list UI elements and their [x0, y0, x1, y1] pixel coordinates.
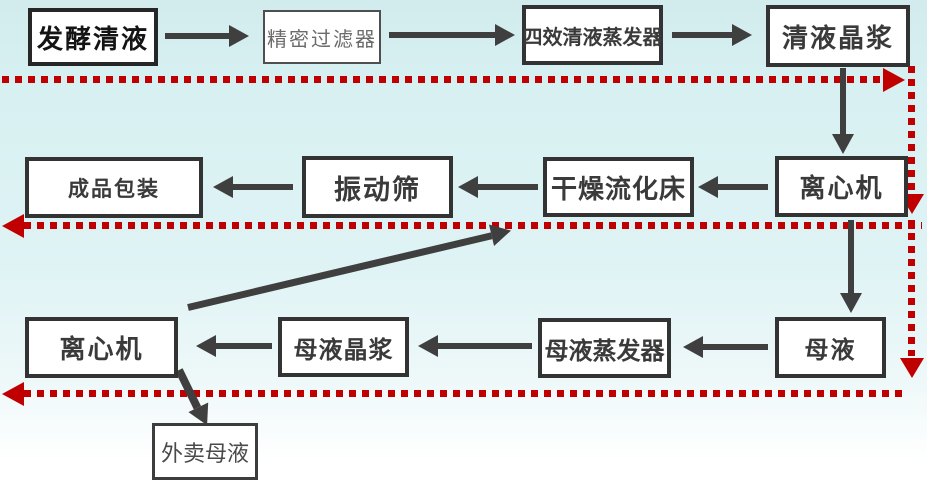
arrow-filter-to-evaporator: [389, 24, 515, 46]
node-mother-liquor-crystal-slurry: 母液晶浆: [278, 317, 409, 377]
node-centrifuge-upper: 离心机: [775, 156, 908, 217]
dotted-line-middle-arrowhead-icon: [2, 214, 24, 238]
arrow-ml-slurry-to-centrifuge-lower: [196, 335, 272, 357]
dotted-line-bottom: [24, 390, 905, 397]
dotted-line-right-upper: [908, 66, 915, 194]
node-four-effect-evaporator: 四效清液蒸发器: [522, 5, 663, 65]
arrow-ml-evaporator-to-ml-slurry: [418, 335, 532, 357]
node-vibrating-screen: 振动筛: [302, 156, 453, 218]
arrow-clear-slurry-to-centrifuge: [832, 68, 854, 154]
node-fermentation-broth: 发酵清液: [28, 8, 158, 66]
dotted-line-top: [2, 76, 882, 83]
arrow-evaporator-to-clear-slurry: [672, 24, 752, 46]
node-mother-liquor-evaporator: 母液蒸发器: [538, 318, 671, 378]
node-mother-liquor: 母液: [775, 317, 886, 378]
dotted-line-bottom-arrowhead-icon: [2, 382, 24, 406]
node-clear-liquor-crystal-slurry: 清液晶浆: [766, 5, 910, 67]
arrow-fermentation-to-filter: [165, 25, 249, 47]
arrow-centrifuge-to-mother-liquor: [840, 220, 862, 313]
arrow-screen-to-packaging: [213, 176, 293, 198]
dotted-line-right-lower: [908, 220, 915, 356]
node-centrifuge-lower: 离心机: [25, 317, 178, 378]
arrow-centrifuge-lower-to-dryer: [187, 232, 493, 311]
node-outsold-mother-liquor: 外卖母液: [152, 423, 258, 480]
arrow-centrifuge-to-dryer: [698, 176, 768, 198]
dotted-line-right-lower-arrowhead-icon: [900, 358, 924, 378]
node-drying-fluidized-bed: 干燥流化床: [543, 157, 694, 217]
node-precision-filter: 精密过滤器: [263, 10, 381, 64]
dotted-line-top-arrowhead-icon: [883, 68, 905, 92]
arrow-centrifuge-lower-to-outsold: [175, 368, 202, 410]
arrow-dryer-to-screen: [458, 176, 538, 198]
dotted-line-middle: [24, 222, 922, 229]
node-finished-product-packaging: 成品包装: [25, 157, 203, 218]
arrow-mother-liquor-to-ml-evaporator: [683, 336, 768, 358]
